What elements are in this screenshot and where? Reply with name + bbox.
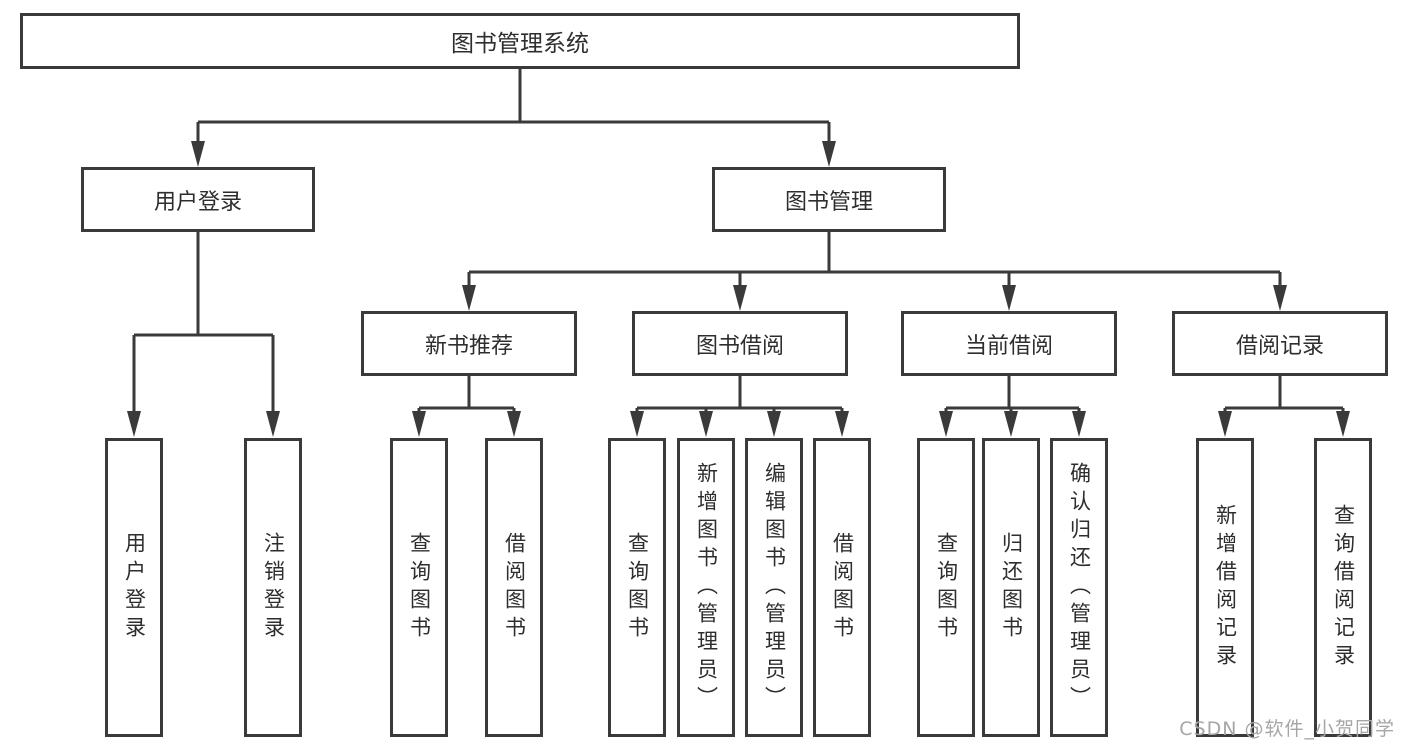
node-label: 借阅记录 xyxy=(1235,333,1324,359)
leaf-query-books-borrowing: 查询图书 xyxy=(608,438,666,737)
node-label: 用户登录 xyxy=(153,189,242,215)
node-current-borrowing: 当前借阅 xyxy=(901,311,1117,376)
node-new-book-recommendation: 新书推荐 xyxy=(361,311,577,376)
node-book-management: 图书管理 xyxy=(712,167,946,232)
leaf-borrow-books-borrowing: 借阅图书 xyxy=(813,438,871,737)
node-label: 图书管理 xyxy=(784,189,873,215)
leaf-label: 确认归还（管理员） xyxy=(1067,461,1092,714)
leaf-label: 新增借阅记录 xyxy=(1213,503,1238,672)
leaf-label: 注销登录 xyxy=(261,531,286,644)
leaf-query-books-recommend: 查询图书 xyxy=(390,438,448,737)
leaf-label: 用户登录 xyxy=(122,531,147,644)
arrowheads xyxy=(127,141,1350,437)
leaf-edit-books-admin: 编辑图书（管理员） xyxy=(745,438,803,737)
leaf-query-books-current: 查询图书 xyxy=(917,438,975,737)
leaf-label: 归还图书 xyxy=(999,531,1024,644)
leaf-label: 借阅图书 xyxy=(830,531,855,644)
leaf-return-books: 归还图书 xyxy=(982,438,1040,737)
node-label: 当前借阅 xyxy=(964,333,1053,359)
node-borrowing-records: 借阅记录 xyxy=(1172,311,1388,376)
node-label: 图书借阅 xyxy=(695,333,784,359)
leaf-label: 查询图书 xyxy=(934,531,959,644)
leaf-label: 查询借阅记录 xyxy=(1331,503,1356,672)
leaf-label: 借阅图书 xyxy=(502,531,527,644)
node-user-login: 用户登录 xyxy=(81,167,315,232)
node-library-management-system: 图书管理系统 xyxy=(20,13,1020,69)
leaf-label: 查询图书 xyxy=(625,531,650,644)
leaf-label: 新增图书（管理员） xyxy=(694,461,719,714)
leaf-confirm-return-admin: 确认归还（管理员） xyxy=(1050,438,1108,737)
leaf-user-login: 用户登录 xyxy=(105,438,163,737)
node-book-borrowing: 图书借阅 xyxy=(632,311,848,376)
node-label: 新书推荐 xyxy=(424,333,513,359)
leaf-add-borrow-record: 新增借阅记录 xyxy=(1196,438,1254,737)
leaf-label: 编辑图书（管理员） xyxy=(762,461,787,714)
node-label: 图书管理系统 xyxy=(451,31,589,57)
leaf-logout: 注销登录 xyxy=(244,438,302,737)
leaf-add-books-admin: 新增图书（管理员） xyxy=(677,438,735,737)
leaf-query-borrow-record: 查询借阅记录 xyxy=(1314,438,1372,737)
csdn-watermark: CSDN @软件_小贺同学 xyxy=(1179,718,1395,740)
leaf-label: 查询图书 xyxy=(407,531,432,644)
leaf-borrow-books-recommend: 借阅图书 xyxy=(485,438,543,737)
